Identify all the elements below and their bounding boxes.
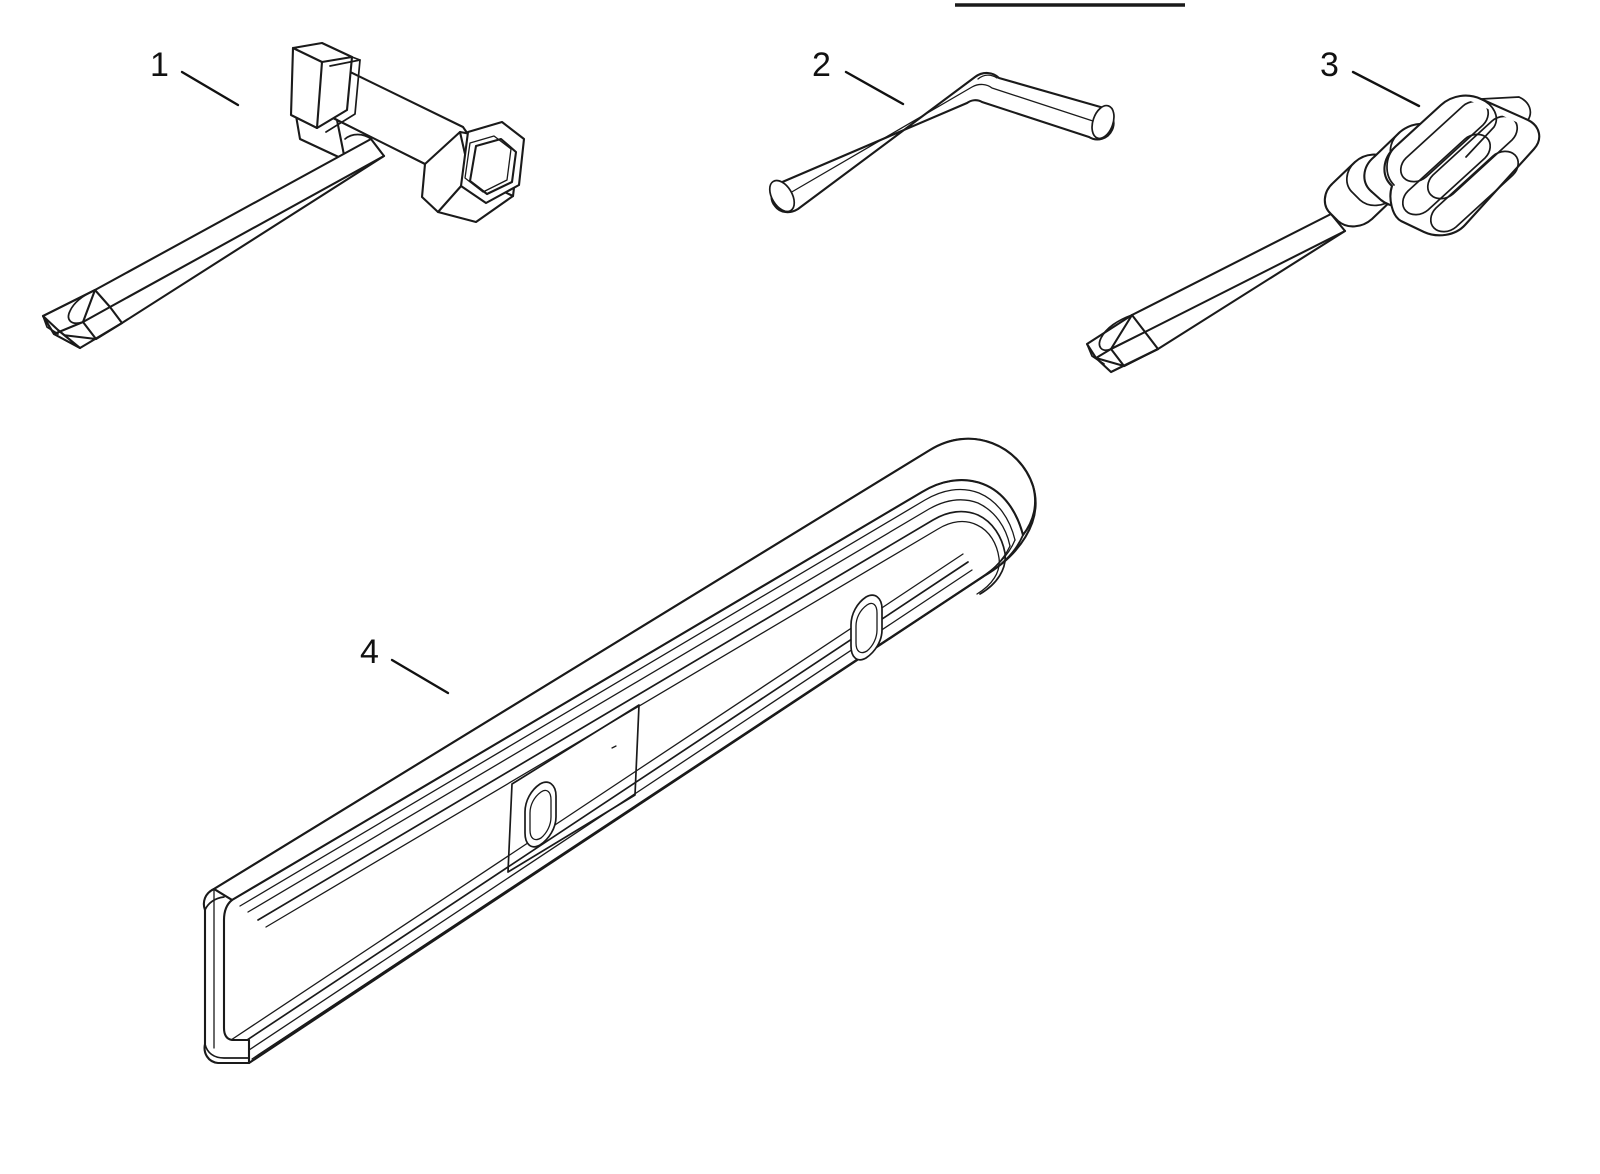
callout-number-1: 1 <box>150 46 169 84</box>
leader-line-4 <box>390 658 450 695</box>
hex-key-body <box>768 71 1115 214</box>
wrench-rear-hex-vertical-edge <box>315 60 324 130</box>
wrench-blade-flat <box>41 288 97 336</box>
wrench-blade-tip-edge <box>42 315 59 335</box>
scabbard-slot-upper-inner <box>855 602 878 654</box>
callout-number-4: 4 <box>360 633 379 671</box>
scabbard-rail-line-2 <box>239 488 1016 907</box>
wrench-rear-hex-rim <box>325 59 361 133</box>
screwdriver-flute-4 <box>1430 150 1519 233</box>
wrench-rear-hex-rim-link <box>351 56 361 61</box>
scabbard-surface-tick <box>611 745 617 749</box>
wrench-blade-shaft <box>41 133 386 350</box>
scabbard-bottom-rail-2 <box>227 553 964 1043</box>
screwdriver-flute-3 <box>1402 133 1491 216</box>
wrench-shaft-lower-edge <box>120 154 386 325</box>
wrench-shaft-root-cap <box>344 133 372 140</box>
leader-line-3 <box>1351 70 1421 108</box>
scabbard-slot-lower-inner <box>529 789 552 841</box>
screwdriver-handle <box>1383 94 1541 237</box>
wrench-front-hex-socket <box>420 120 526 224</box>
screwdriver-blade-shoulder-curve <box>1098 314 1133 351</box>
screwdriver-handle-front-shoulder <box>1386 146 1396 186</box>
screwdriver-blade-tip-edge <box>1086 343 1105 365</box>
screwdriver-blade-bevel <box>1094 347 1160 374</box>
leader-line-1 <box>180 70 240 107</box>
screwdriver-handle-butt-rim <box>1480 96 1532 121</box>
scabbard-rail-line-3 <box>247 499 1011 913</box>
hex-key-inner-highlight <box>789 83 1100 194</box>
scabbard-body <box>202 437 1037 1065</box>
scabbard-nose-return-3 <box>257 545 1011 1056</box>
scabbard-slot-upper <box>850 594 883 661</box>
hex-key-bend-crease <box>977 74 998 80</box>
scabbard-cavity-inner <box>265 520 1000 928</box>
screwdriver-shaft-lower-edge <box>1156 229 1347 351</box>
scabbard-bottom-rail-1 <box>234 561 969 1049</box>
screwdriver-collar-ring-1-inner <box>1346 161 1395 207</box>
hex-key-short-leg-end-cap <box>1091 104 1115 140</box>
scabbard-open-end-top-curve <box>204 896 225 911</box>
wrench-front-hex-socket-opening <box>468 137 518 196</box>
wrench-rear-hex-socket <box>289 41 361 133</box>
screwdriver-handle-butt-ellipse <box>1465 98 1498 158</box>
wrench-blade-shoulder-curve <box>67 289 96 324</box>
hex-key-long-leg-end-cap <box>768 179 796 213</box>
scabbard-open-end-channel <box>202 887 251 1065</box>
scabbard-rail-line-1 <box>231 479 1024 901</box>
scabbard-slot-lower <box>524 781 557 848</box>
leader-line-2 <box>844 70 905 106</box>
scabbard-open-end-bottom-curve <box>204 1043 250 1059</box>
scabbard-lower-slot-panel <box>507 704 640 873</box>
scabbard-cavity-outer <box>257 510 1007 921</box>
scabbard-slot-lower-outer <box>524 781 557 848</box>
wrench-front-hex-socket-inner <box>464 135 512 193</box>
callout-number-3: 3 <box>1320 46 1339 84</box>
screwdriver-shaft <box>1085 212 1347 374</box>
callout-number-2: 2 <box>812 46 831 84</box>
scabbard-slot-upper-outer <box>850 594 883 661</box>
